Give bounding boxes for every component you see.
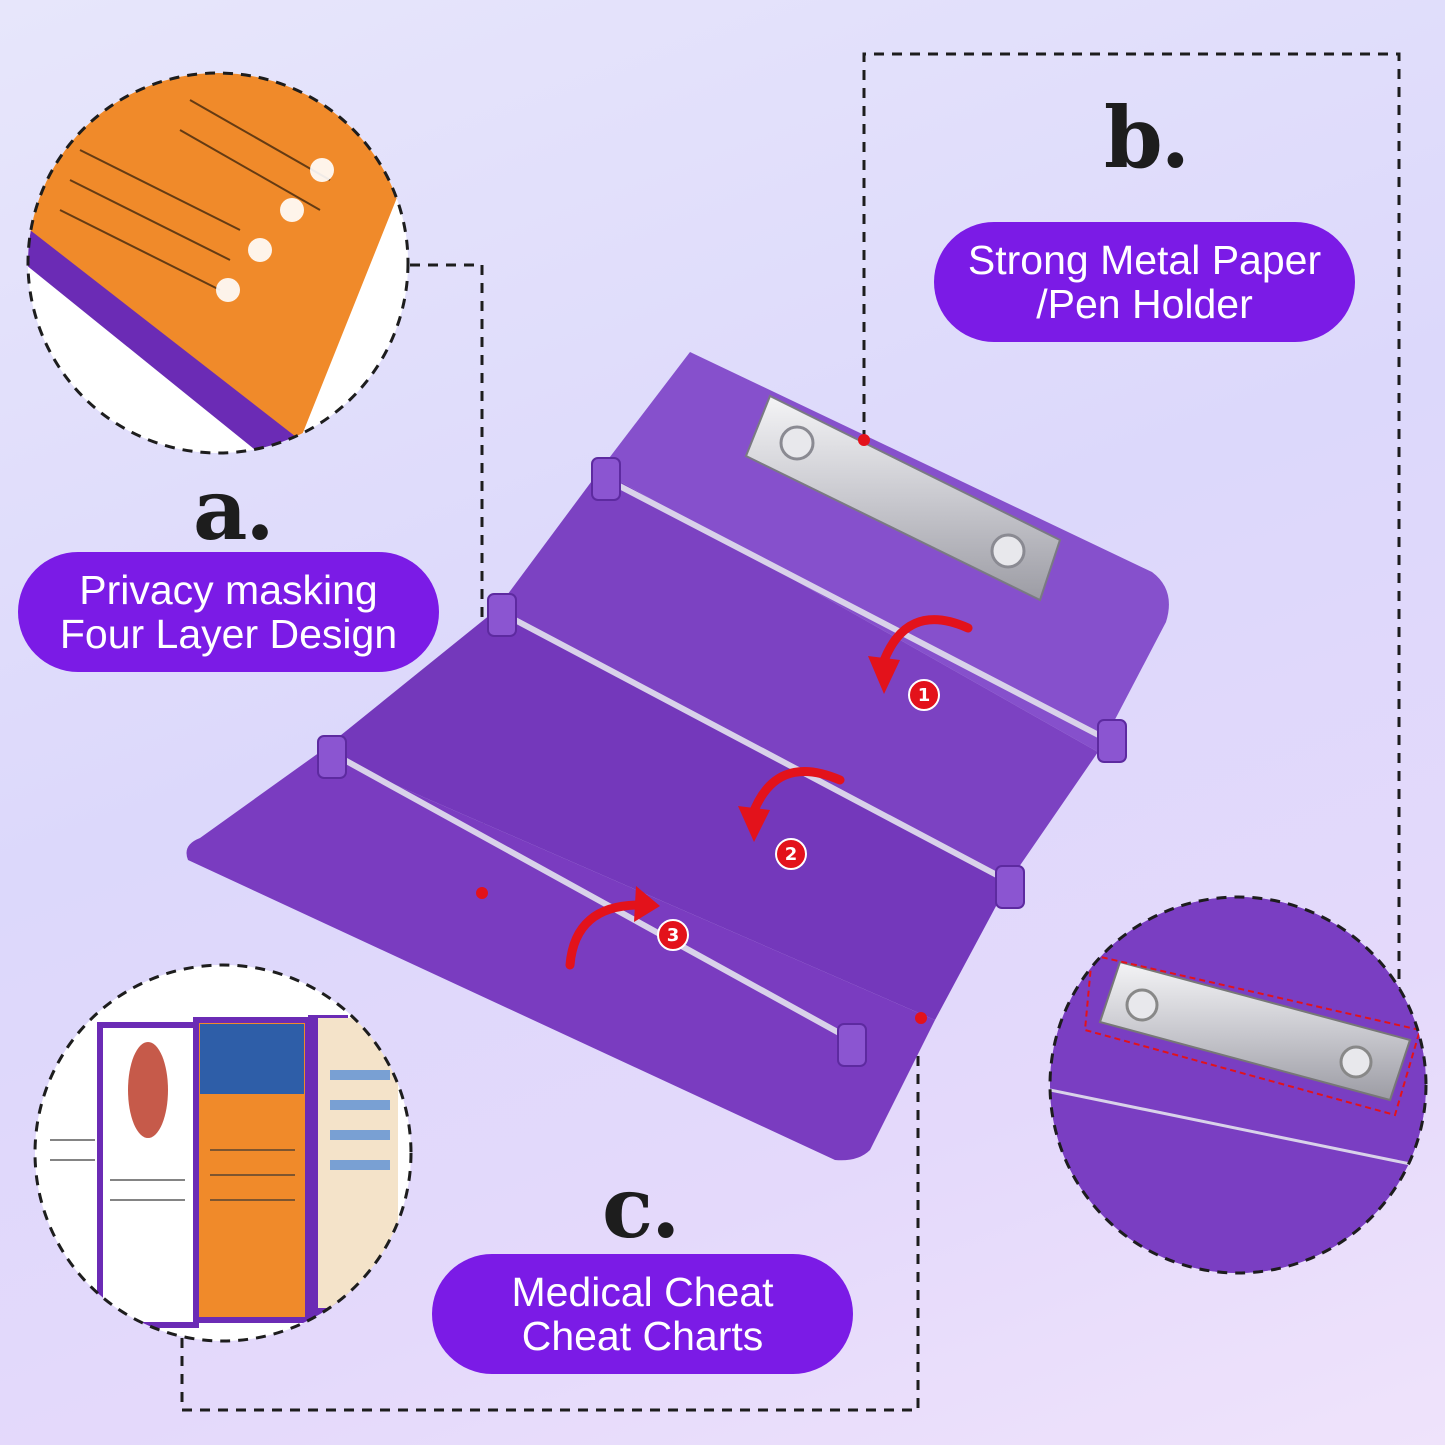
feature-label-a-line1: Privacy masking: [79, 567, 378, 613]
step-badge-3: 3: [657, 919, 689, 951]
feature-label-c-line2: Cheat Charts: [521, 1313, 764, 1359]
step-badge-2: 2: [775, 838, 807, 870]
feature-letter-b: b.: [1104, 88, 1190, 187]
feature-label-b-line2: /Pen Holder: [1036, 281, 1253, 327]
clipboard: [186, 352, 1169, 1161]
feature-label-b: Strong Metal Paper /Pen Holder: [934, 222, 1355, 342]
detail-circle-a: [26, 71, 410, 455]
feature-label-c-line1: Medical Cheat: [511, 1269, 774, 1315]
svg-text:1: 1: [918, 685, 931, 706]
svg-text:3: 3: [667, 925, 680, 946]
feature-label-a-line2: Four Layer Design: [59, 611, 398, 657]
metal-clip: [744, 394, 1062, 602]
detail-circle-b: [1048, 895, 1428, 1275]
step-badges: 1 2 3: [657, 679, 940, 951]
svg-text:2: 2: [785, 844, 798, 865]
step-badge-1: 1: [908, 679, 940, 711]
detail-circle-c: [33, 963, 413, 1343]
feature-label-a: Privacy masking Four Layer Design: [18, 552, 439, 672]
feature-letter-c: c.: [602, 1158, 680, 1257]
feature-letter-a: a.: [193, 460, 275, 559]
fold-arrows: [565, 615, 973, 970]
feature-label-c: Medical Cheat Cheat Charts: [432, 1254, 853, 1374]
feature-label-b-line1: Strong Metal Paper: [967, 237, 1322, 283]
